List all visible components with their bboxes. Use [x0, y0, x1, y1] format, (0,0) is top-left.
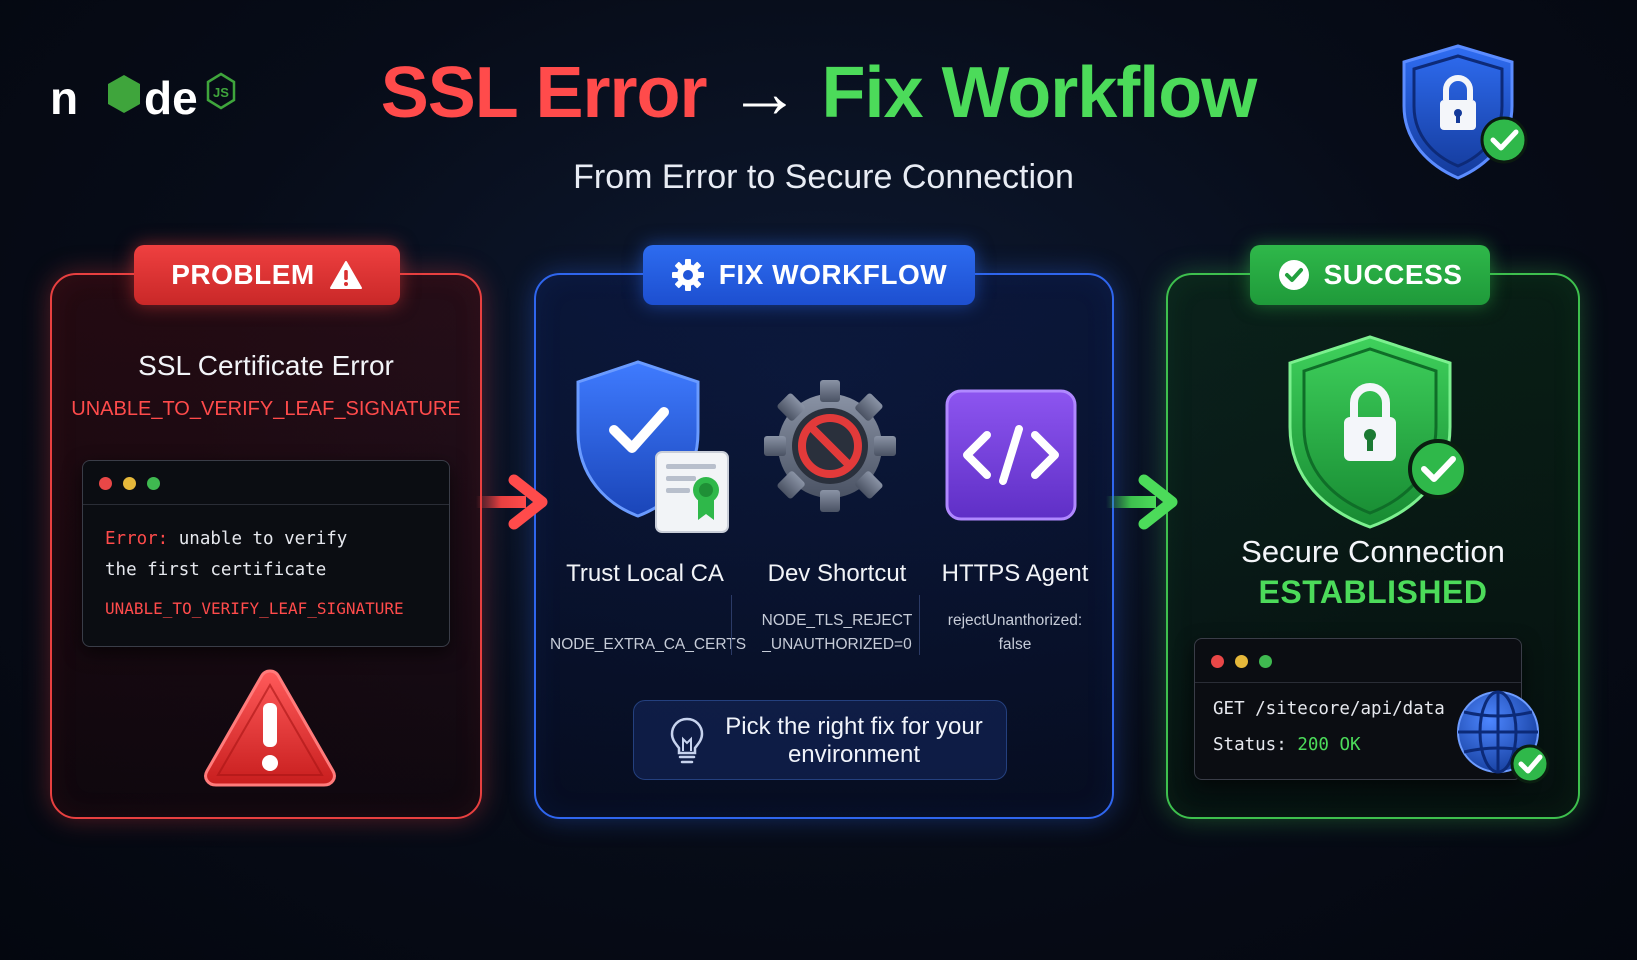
option-divider-2	[919, 595, 920, 655]
error-message-part-1: unable to verify	[178, 529, 348, 549]
status-label: Status:	[1213, 735, 1287, 755]
problem-badge: PROBLEM	[134, 245, 400, 305]
logo-text-de: de	[144, 72, 198, 124]
nodejs-logo: n de JS	[50, 72, 236, 124]
arrow-problem-to-fix-icon	[476, 474, 548, 530]
title-error: SSL Error	[380, 53, 708, 133]
success-status: ESTABLISHED	[1258, 574, 1488, 610]
check-circle-icon	[1278, 260, 1309, 290]
shield-certificate-icon	[576, 360, 729, 533]
title-arrow: →	[728, 53, 801, 133]
success-badge: SUCCESS	[1250, 245, 1490, 305]
page-title: SSL Error→Fix Workflow	[0, 52, 1637, 134]
terminal-titlebar	[1195, 639, 1521, 683]
window-close-dot	[1211, 655, 1224, 668]
page-subtitle: From Error to Secure Connection	[573, 158, 1074, 196]
lightbulb-icon	[670, 717, 704, 764]
window-maximize-dot	[147, 477, 160, 490]
large-warning-icon	[204, 669, 336, 787]
problem-error-code: UNABLE_TO_VERIFY_LEAF_SIGNATURE	[71, 398, 461, 420]
fix-option-1-sub: NODE_EXTRA_CA_CERTS	[550, 636, 747, 653]
problem-heading: SSL Certificate Error	[138, 350, 394, 381]
terminal-line-1: Error: unable to verify	[105, 529, 347, 549]
logo-js-hexagon-icon	[206, 72, 236, 110]
fix-option-3-title: HTTPS Agent	[941, 560, 1089, 587]
gear-prohibited-icon	[764, 380, 896, 512]
error-label: Error:	[105, 529, 169, 549]
terminal-status-line: Status: 200 OK	[1213, 735, 1361, 755]
code-icon	[945, 389, 1077, 521]
warning-icon	[329, 261, 362, 289]
window-minimize-dot	[123, 477, 136, 490]
tip-text: Pick the right fix for your environment	[725, 713, 983, 768]
fix-workflow-badge-label: FIX WORKFLOW	[718, 259, 948, 290]
terminal-line-3: UNABLE_TO_VERIFY_LEAF_SIGNATURE	[105, 599, 404, 618]
fix-option-1-title: Trust Local CA	[566, 560, 724, 587]
fix-option-3-sub-line-2: false	[998, 636, 1032, 653]
terminal-request-line: GET /sitecore/api/data	[1213, 699, 1445, 719]
window-maximize-dot	[1259, 655, 1272, 668]
success-badge-label: SUCCESS	[1323, 259, 1463, 290]
fix-option-2-sub-line-1: NODE_TLS_REJECT	[761, 612, 913, 629]
option-divider-1	[731, 595, 732, 655]
success-title: Secure Connection	[1241, 534, 1505, 569]
problem-badge-label: PROBLEM	[171, 259, 315, 290]
title-fix: Fix Workflow	[821, 53, 1258, 133]
fix-option-3-sub-line-1: rejectUnanthorized:	[947, 612, 1083, 629]
tip-box: Pick the right fix for your environment	[633, 700, 1007, 780]
success-shield-lock-icon	[1288, 335, 1468, 529]
logo-text-n: n	[50, 72, 78, 124]
error-terminal: Error: unable to verify the first certif…	[82, 460, 450, 647]
fix-option-2-sub-line-2: _UNAUTHORIZED=0	[762, 636, 912, 653]
logo-js-badge: JS	[213, 85, 229, 100]
gear-icon	[671, 259, 704, 291]
header-shield-lock-icon	[1402, 44, 1528, 180]
fix-workflow-badge: FIX WORKFLOW	[643, 245, 975, 305]
arrow-fix-to-success-icon	[1106, 474, 1178, 530]
fix-option-2-title: Dev Shortcut	[767, 560, 907, 587]
terminal-titlebar	[83, 461, 449, 505]
globe-check-icon	[1457, 690, 1550, 784]
window-close-dot	[99, 477, 112, 490]
status-value: 200 OK	[1297, 735, 1361, 755]
logo-hexagon-icon	[108, 75, 140, 113]
terminal-line-2: the first certificate	[105, 560, 327, 580]
window-minimize-dot	[1235, 655, 1248, 668]
